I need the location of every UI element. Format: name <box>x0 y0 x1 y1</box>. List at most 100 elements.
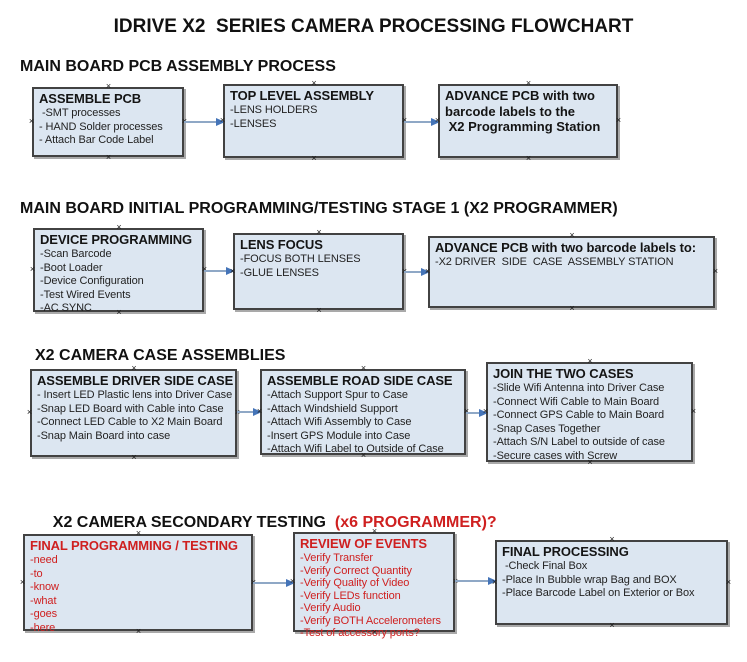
anchor-x-icon: × <box>289 576 296 586</box>
box-items: -Slide Wifi Antenna into Driver Case-Con… <box>493 382 686 463</box>
anchor-x-icon: × <box>105 81 112 91</box>
anchor-x-icon: × <box>434 115 441 125</box>
box-item: -LENS HOLDERS <box>230 104 318 116</box>
connector-arrow <box>253 578 295 587</box>
box-item: -here <box>30 621 56 634</box>
anchor-x-icon: × <box>360 363 367 373</box>
box-item: - Attach Bar Code Label <box>39 134 154 146</box>
box-title: ADVANCE PCB with two barcode labels to: <box>435 240 696 255</box>
anchor-x-icon: × <box>525 153 532 163</box>
anchor-x-icon: × <box>569 230 575 240</box>
box-title: LENS FOCUS <box>240 237 323 252</box>
section-heading-case-assemblies: X2 CAMERA CASE ASSEMBLIES <box>35 347 286 364</box>
box-item: -LENSES <box>230 117 277 130</box>
box-item: -X2 DRIVER SIDE CASE ASSEMBLY STATION <box>435 256 674 268</box>
box-item: -Snap LED Board with Cable into Case <box>37 402 224 415</box>
box-items: -Scan Barcode-Boot Loader-Device Configu… <box>40 248 197 316</box>
box-item: -Attach Support Spur to Case <box>267 389 408 401</box>
anchor-x-icon: × <box>316 305 322 315</box>
box-item: -Verify Transfer <box>300 552 373 564</box>
page-title: IDRIVE X2 SERIES CAMERA PROCESSING FLOWC… <box>113 16 634 37</box>
anchor-x-icon: × <box>256 406 263 416</box>
box-item: -Place Barcode Label on Exterior or Box <box>502 587 695 599</box>
box-title: JOIN THE TWO CASES <box>493 366 634 381</box>
box-title: ASSEMBLE ROAD SIDE CASE <box>267 373 453 388</box>
anchor-x-icon: × <box>609 534 615 544</box>
anchor-x-icon: × <box>424 266 431 276</box>
box-item: -Attach S/N Label to outside of case <box>493 436 665 448</box>
anchor-x-icon: × <box>525 78 532 88</box>
box-item: -Verify Audio <box>300 602 361 614</box>
box-title: FINAL PROGRAMMING / TESTING <box>30 538 238 553</box>
anchor-x-icon: × <box>569 303 575 313</box>
box-title: DEVICE PROGRAMMING <box>40 232 193 247</box>
box-items: -SMT processes- HAND Solder processes- A… <box>39 107 177 148</box>
box-item: -Verify Correct Quantity <box>300 564 412 577</box>
connector-arrow <box>184 117 225 126</box>
flow-box-assemble-road-side-case: × × × × ASSEMBLE ROAD SIDE CASE -Attach … <box>257 364 469 460</box>
connector-arrow <box>237 407 262 416</box>
box-item: -Boot Loader <box>40 261 103 274</box>
flow-box-advance-pcb-driver-side: × × × × ADVANCE PCB with two barcode lab… <box>425 231 718 313</box>
box-item: -Connect Wifi Cable to Main Board <box>493 395 660 408</box>
anchor-x-icon: × <box>371 526 378 536</box>
anchor-x-icon: × <box>249 577 258 587</box>
box-item: -GLUE LENSES <box>240 266 319 279</box>
anchor-x-icon: × <box>131 363 137 373</box>
section-heading-red-part: (x6 PROGRAMMER)? <box>330 514 497 531</box>
anchor-x-icon: × <box>201 264 208 274</box>
box-item: -Connect GPS Cable to Main Board <box>493 409 665 421</box>
box-title: ASSEMBLE PCB <box>39 91 142 106</box>
connector-arrow <box>404 117 440 126</box>
anchor-x-icon: × <box>135 528 142 538</box>
anchor-x-icon: × <box>371 627 378 637</box>
anchor-x-icon: × <box>587 457 593 467</box>
flow-box-top-level-assembly: × × × × TOP LEVEL ASSEMBLY -LENS HOLDERS… <box>220 79 407 163</box>
box-item: -Attach Windshield Support <box>267 402 398 415</box>
box-items: -need-to-know-what-goes-here <box>30 554 246 635</box>
anchor-x-icon: × <box>316 227 322 237</box>
box-items: -Verify Transfer-Verify Correct Quantity… <box>300 552 448 640</box>
box-items: -FOCUS BOTH LENSES-GLUE LENSES <box>240 253 397 280</box>
box-item: -Check Final Box <box>502 560 588 572</box>
box-item: -SMT processes <box>39 107 121 119</box>
anchor-x-icon: × <box>29 264 36 274</box>
box-item: -AC SYNC <box>40 302 92 314</box>
box-item: -Verify BOTH Accelerometers <box>300 614 441 627</box>
connector-arrow <box>466 408 488 417</box>
box-item: - HAND Solder processes <box>39 120 163 133</box>
box-item: - Insert LED Plastic lens into Driver Ca… <box>37 389 233 401</box>
anchor-x-icon: × <box>725 576 732 587</box>
anchor-x-icon: × <box>360 450 367 460</box>
anchor-x-icon: × <box>28 116 35 126</box>
flow-box-lens-focus: × × × × LENS FOCUS -FOCUS BOTH LENSES-GL… <box>230 228 407 315</box>
section-heading-initial-programming: MAIN BOARD INITIAL PROGRAMMING/TESTING S… <box>20 200 618 217</box>
box-item: -Test of accessory ports? <box>300 627 420 639</box>
flow-box-final-programming-testing: × × × × FINAL PROGRAMMING / TESTING -nee… <box>20 529 256 636</box>
box-items: -X2 DRIVER SIDE CASE ASSEMBLY STATION <box>435 256 708 270</box>
box-items: -LENS HOLDERS-LENSES <box>230 104 397 131</box>
box-title-line: barcode labels to the <box>445 103 576 119</box>
box-title-line: X2 Programming Station <box>445 119 601 134</box>
box-item: -Test Wired Events <box>40 288 131 301</box>
box-item: -what <box>30 594 57 607</box>
box-item: -know <box>30 581 59 593</box>
box-item: -Place In Bubble wrap Bag and BOX <box>502 573 677 586</box>
connector-arrow <box>404 267 430 276</box>
anchor-x-icon: × <box>116 307 122 317</box>
anchor-x-icon: × <box>311 153 317 163</box>
box-item: -FOCUS BOTH LENSES <box>240 253 361 265</box>
anchor-x-icon: × <box>482 406 489 416</box>
anchor-x-icon: × <box>587 356 593 366</box>
box-item: -Attach Wifi Assembly to Case <box>267 416 412 428</box>
box-item: -goes <box>30 608 58 620</box>
box-title: REVIEW OF EVENTS <box>300 536 427 551</box>
flow-box-review-of-events: × × × × REVIEW OF EVENTS -Verify Transfe… <box>290 527 458 640</box>
box-item: -Verify LEDs function <box>300 589 401 602</box>
box-title: TOP LEVEL ASSEMBLY <box>230 88 374 103</box>
connector-arrow <box>455 576 497 585</box>
box-item: -Snap Cases Together <box>493 422 601 435</box>
box-item: -to <box>30 567 43 580</box>
